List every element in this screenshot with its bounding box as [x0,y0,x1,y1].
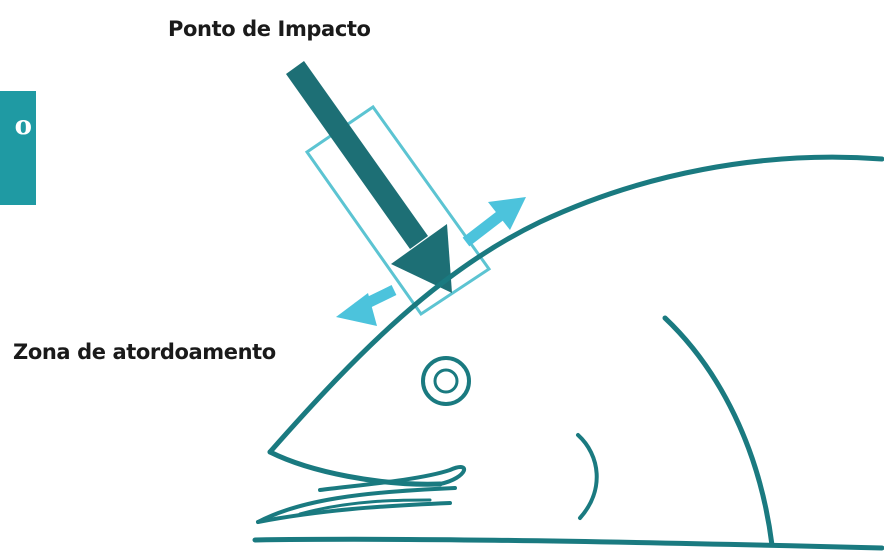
side-tab: o [0,91,36,205]
impact-point-label: Ponto de Impacto [168,17,371,41]
spread-arrow-left [336,285,397,326]
side-tab-label: o [14,111,32,141]
stun-zone-box [304,104,492,317]
impact-arrow [286,61,452,293]
stun-zone-label: Zona de atordoamento [13,340,276,364]
fish-head-outline [252,154,884,551]
fish-eye [421,356,471,406]
spread-arrow-right [462,197,526,247]
